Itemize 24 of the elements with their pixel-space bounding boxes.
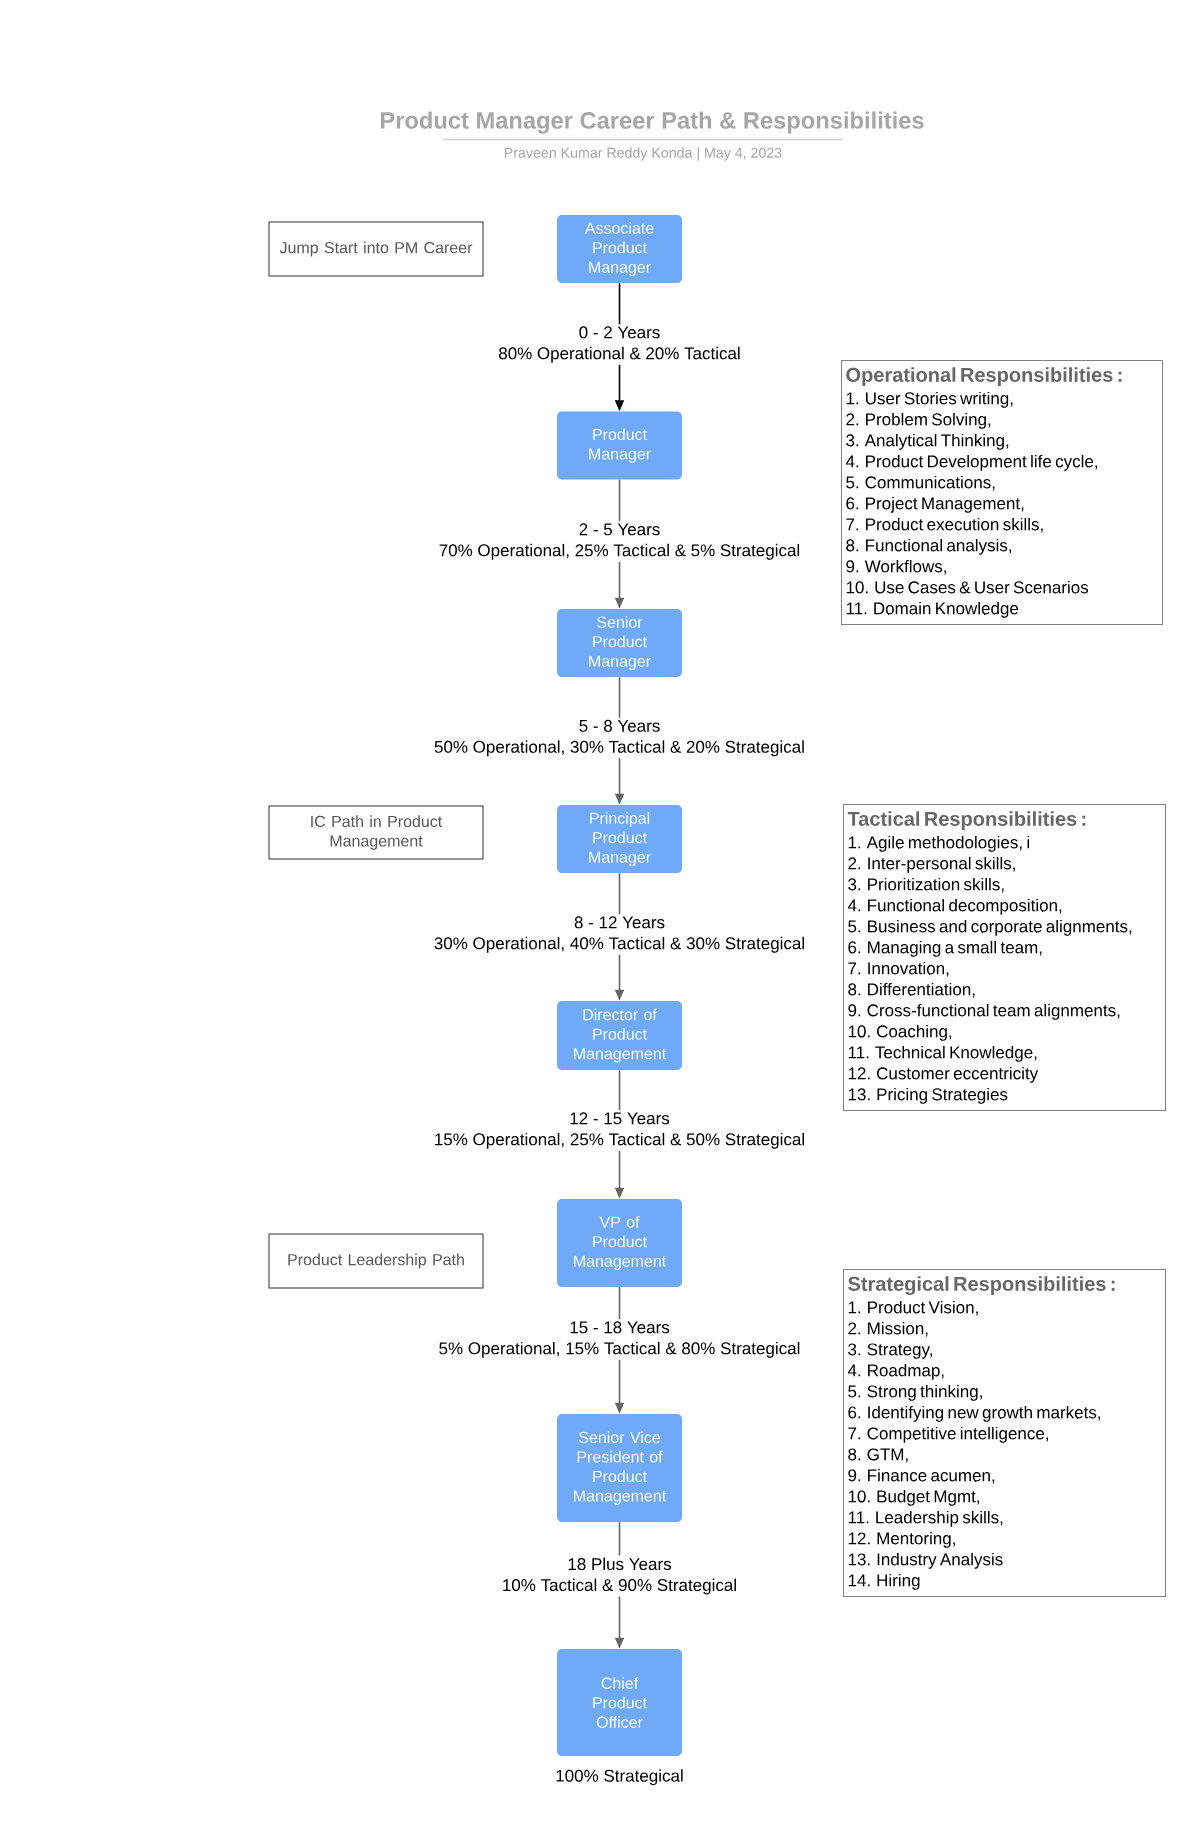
edge-label: 2 - 5 Years 70% Operational, 25% Tactical & 5% Strategical: [436, 521, 803, 562]
edge-label: 0 - 2 Years 80% Operational & 20% Tactical: [496, 324, 743, 365]
role-box: Product Manager: [557, 411, 682, 480]
note-box: Product Leadership Path: [268, 1233, 484, 1289]
edge-label: 18 Plus Years 10% Tactical & 90% Strategical: [488, 1555, 751, 1597]
list-box: Strategical Responsibilities : 1. Product Vision, 2. Mission, 3. Strategy, 4. Roadmap, 5. Strong thinking, 6. Identifying new growth markets, 7. Competitive intelligence, 8. GTM, 9. Finance acumen, 10. Budget Mgmt, 11. Leadership skills, 12. Mentoring, 13. Industry Analysis 14. Hiring: [843, 1269, 1166, 1597]
role-box: VP of Product Management: [557, 1199, 682, 1287]
note-box: IC Path in Product Management: [268, 805, 484, 860]
subtitle: Praveen Kumar Reddy Konda | May 4, 2023: [504, 147, 782, 161]
role-box: Senior Vice President of Product Management: [557, 1414, 682, 1522]
role-box: Associate Product Manager: [557, 215, 682, 283]
role-box: Director of Product Management: [557, 1001, 682, 1070]
role-box: Senior Product Manager: [557, 609, 682, 677]
edge-label: 5 - 8 Years 50% Operational, 30% Tactical & 20% Strategical: [432, 717, 807, 759]
role-box: Principal Product Manager: [557, 805, 682, 873]
edge-label: 12 - 15 Years 15% Operational, 25% Tactical & 50% Strategical: [422, 1110, 817, 1151]
node-caption: 100% Strategical: [556, 1769, 683, 1786]
edge-label: 15 - 18 Years 5% Operational, 15% Tactical & 80% Strategical: [427, 1319, 812, 1360]
edge-label: 8 - 12 Years 30% Operational, 40% Tactical & 30% Strategical: [427, 914, 812, 955]
title: Product Manager Career Path & Responsibilities: [380, 111, 924, 134]
note-box: Jump Start into PM Career: [268, 221, 484, 277]
list-box: Tactical Responsibilities : 1. Agile methodologies, i 2. Inter-personal skills, 3. Prioritization skills, 4. Functional decomposition, 5. Business and corporate alignments, 6. Managing a small team, 7. Innovation, 8. Differentiation, 9. Cross-functional team alignments, 10. Coaching, 11. Technical Knowledge, 12. Customer eccentricity 13. Pricing Strategies: [843, 804, 1166, 1111]
list-box: Operational Responsibilities : 1. User Stories writing, 2. Problem Solving, 3. Analytical Thinking, 4. Product Development life cycle, 5. Communications, 6. Project Management, 7. Product execution skills, 8. Functional analysis, 9. Workflows, 10. Use Cases & User Scenarios 11. Domain Knowledge: [841, 360, 1163, 625]
role-box: Chief Product Officer: [557, 1649, 682, 1756]
